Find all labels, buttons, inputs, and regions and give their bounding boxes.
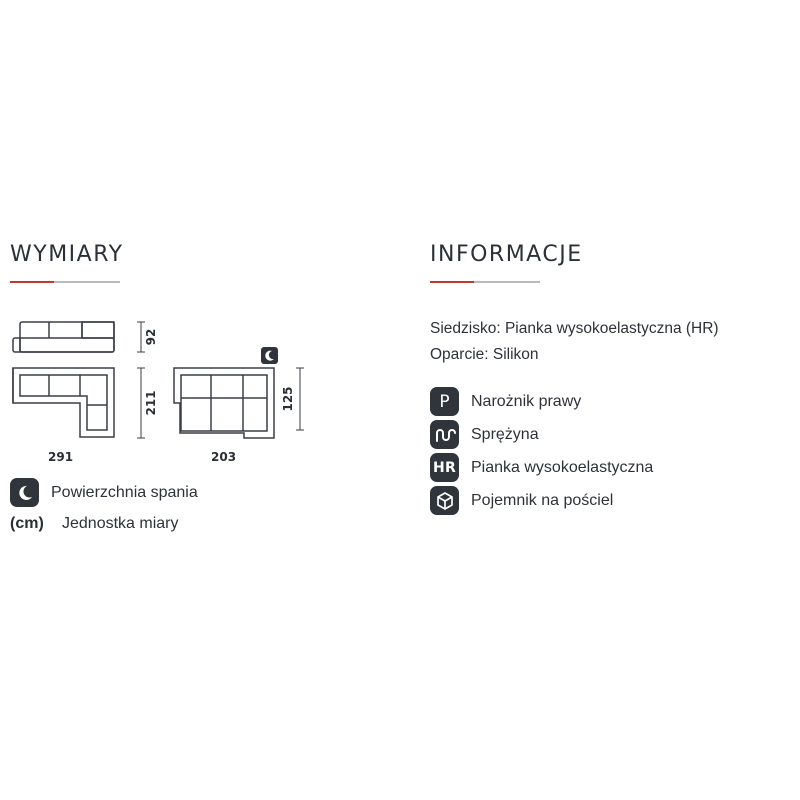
feature-storage: Pojemnik na pościel [430,486,613,515]
backrest-info: Oparcie: Silikon [430,346,539,363]
information-heading: INFORMACJE [430,242,583,267]
feature-spring: Sprężyna [430,420,539,449]
sofa-back-view [12,321,115,353]
unit-cm-badge: (cm) [10,515,44,532]
sleeping-surface-view [173,367,275,439]
information-heading-underline [430,281,540,283]
feature-label: Narożnik prawy [471,392,582,410]
storage-box-icon [430,486,459,515]
dimensions-heading-underline [10,281,120,283]
legend-sleeping-label: Powierzchnia spania [51,483,198,501]
sleeping-depth-label: 125 [281,386,295,411]
sleeping-width-label: 203 [211,450,237,464]
feature-hr-foam: HR Pianka wysokoelastyczna [430,453,653,482]
legend-unit: (cm) Jednostka miary [10,515,179,533]
sofa-dimension-diagram: 92 211 125 [12,321,304,439]
sofa-plan-view [12,367,115,438]
letter-p-badge: P [430,387,459,416]
width-total-label: 291 [48,450,74,464]
feature-corner-right: P Narożnik prawy [430,387,581,416]
sleeping-area-moon-icon [261,347,278,364]
feature-label: Pianka wysokoelastyczna [471,458,654,476]
seat-info: Siedzisko: Pianka wysokoelastyczna (HR) [430,320,719,337]
legend-sleeping-surface: Powierzchnia spania [10,478,198,507]
moon-icon [10,478,39,507]
spring-icon [430,420,459,449]
legend-unit-label: Jednostka miary [62,515,179,532]
feature-label: Sprężyna [471,425,539,443]
dimensions-heading: WYMIARY [10,242,124,267]
depth-back-label: 92 [144,329,158,346]
depth-total-label: 211 [144,390,158,415]
hr-badge: HR [430,453,459,482]
feature-label: Pojemnik na pościel [471,491,614,509]
